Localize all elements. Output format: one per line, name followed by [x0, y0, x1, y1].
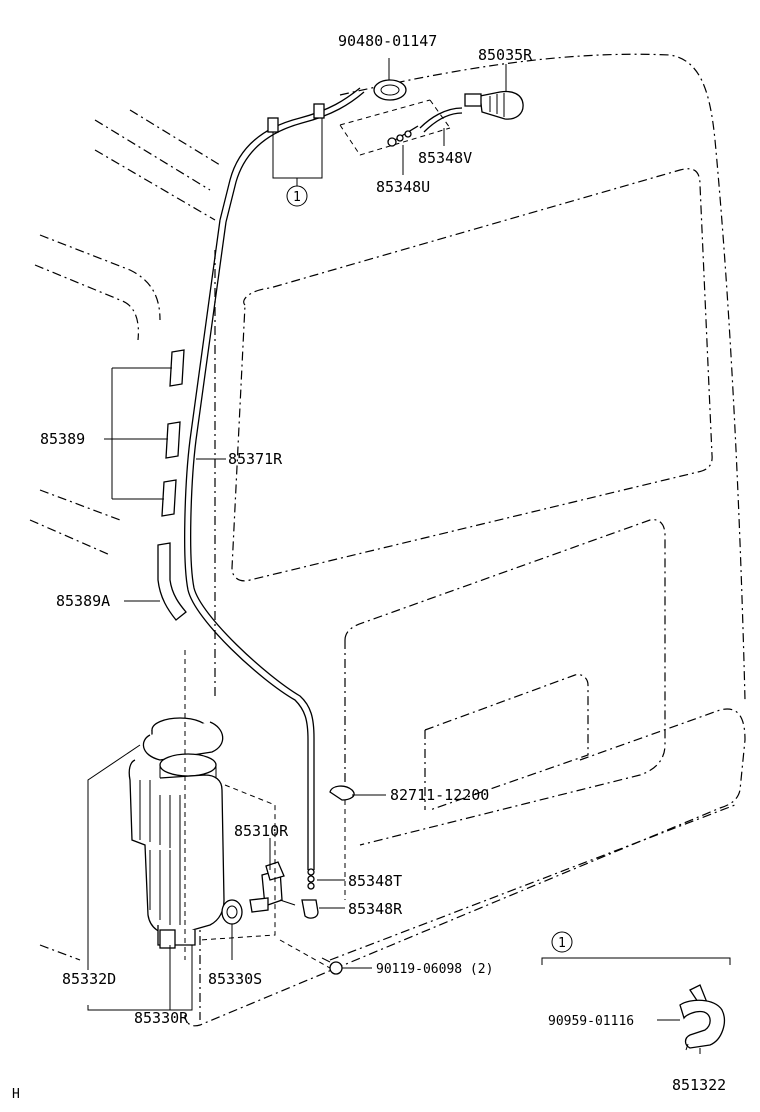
label-85389: 85389 — [40, 430, 85, 448]
diagram-number: 851322 — [672, 1076, 726, 1094]
label-85332D: 85332D — [62, 970, 116, 988]
clamps-85389 — [161, 349, 185, 517]
projection-line-bolt — [279, 939, 331, 969]
connectors-85348T-85348R — [301, 868, 319, 919]
projection-box-pump — [199, 784, 276, 941]
label-85330S: 85330S — [208, 970, 262, 988]
label-85371R: 85371R — [228, 450, 283, 468]
label-90480-01147: 90480-01147 — [338, 32, 437, 50]
inset-callout-circle — [551, 931, 573, 953]
washer-nozzle-85035R — [464, 90, 524, 120]
vehicle-body-outline — [29, 53, 746, 1027]
label-85348R: 85348R — [348, 900, 403, 918]
callout-circle-1 — [286, 185, 308, 207]
label-85035R: 85035R — [478, 46, 533, 64]
label-82711-12200: 82711-12200 — [390, 786, 489, 804]
clip-90959-inset — [679, 984, 725, 1054]
bolt-90119 — [321, 957, 343, 975]
label-85310R: 85310R — [234, 822, 289, 840]
grommet-85389A — [157, 542, 187, 621]
washer-tank-85332D — [128, 717, 225, 949]
grommet-85330S — [221, 899, 243, 925]
leader-lines — [87, 58, 731, 1021]
hose-clip-2 — [313, 103, 325, 119]
hose-clip-1 — [267, 117, 279, 133]
corner-mark: H — [12, 1087, 20, 1102]
washer-pump-85310R — [249, 861, 296, 913]
callout-1: 1 — [293, 190, 301, 205]
clamp-85389-3 — [161, 479, 177, 517]
hose-85371R — [184, 219, 315, 870]
label-85348T: 85348T — [348, 872, 402, 890]
clip-82711 — [329, 785, 355, 801]
grommet-90480 — [373, 79, 407, 101]
label-90119-06098: 90119-06098 (2) — [376, 962, 493, 977]
clamp-85389-2 — [165, 421, 181, 459]
label-85348U: 85348U — [376, 178, 430, 196]
inset-callout-1: 1 — [558, 936, 566, 951]
label-85348V: 85348V — [418, 149, 472, 167]
label-90959-01116: 90959-01116 — [548, 1014, 634, 1029]
clamp-85389-1 — [169, 349, 185, 387]
label-85330R: 85330R — [134, 1009, 189, 1027]
roof-hose-assembly — [219, 79, 524, 223]
part-labels: 90480-01147 85035R 85348V 85348U 1 85389… — [12, 32, 726, 1102]
label-85389A: 85389A — [56, 592, 110, 610]
